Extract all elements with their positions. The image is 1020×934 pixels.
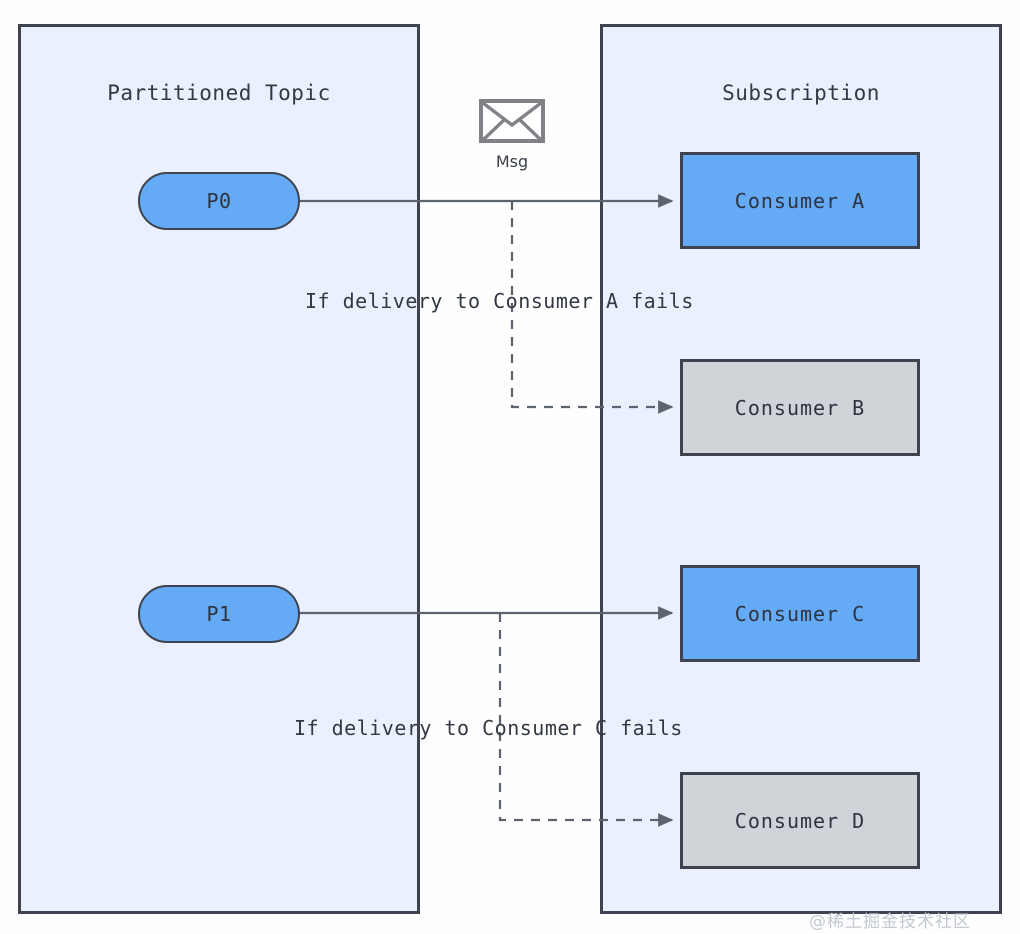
condition-label-consumer-a: If delivery to Consumer A fails [305,289,694,313]
envelope-icon [479,99,545,143]
message-label: Msg [495,152,529,171]
consumer-b-box[interactable]: Consumer B [680,359,920,456]
partitioned-topic-group: Partitioned Topic [18,24,420,914]
consumer-c-label: Consumer C [734,601,866,626]
partition-p1[interactable]: P1 [138,585,300,643]
partition-p0[interactable]: P0 [138,172,300,230]
consumer-b-label: Consumer B [734,395,866,420]
consumer-d-box[interactable]: Consumer D [680,772,920,869]
consumer-d-label: Consumer D [734,808,866,833]
condition-label-consumer-c: If delivery to Consumer C fails [294,716,683,740]
subscription-title: Subscription [722,81,880,105]
partitioned-topic-title: Partitioned Topic [107,81,331,105]
consumer-a-box[interactable]: Consumer A [680,152,920,249]
partition-p1-label: P1 [206,602,232,626]
consumer-a-label: Consumer A [734,188,866,213]
partition-p0-label: P0 [206,189,232,213]
message-marker: Msg [478,98,546,171]
watermark: @稀土掘金技术社区 [809,912,971,932]
consumer-c-box[interactable]: Consumer C [680,565,920,662]
